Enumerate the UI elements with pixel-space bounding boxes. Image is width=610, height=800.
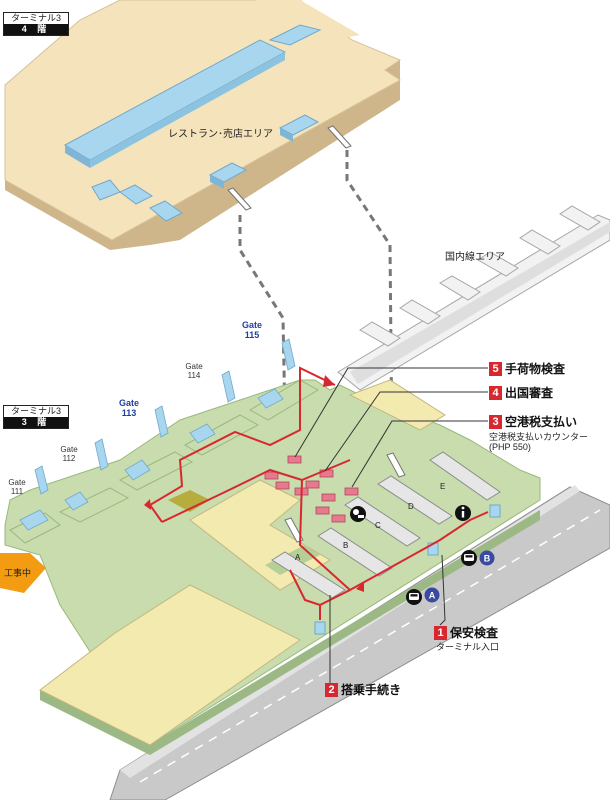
floor-level: 3 階 [4,417,68,428]
floor-badge-3f: ターミナル3 3 階 [3,405,69,429]
transport-B-badge: B [479,550,495,566]
escalator [386,452,406,478]
floor-terminal: ターミナル3 [4,13,68,24]
bus-icon [461,550,477,566]
callout-lines [294,367,488,690]
restaurant-area-label: レストラン･売店エリア [168,129,273,140]
construction-label: 工事中 [4,568,32,578]
svg-text:A: A [429,591,436,601]
info-icon [455,505,471,521]
escalator [284,517,304,543]
route-arrowheads [144,375,364,592]
counter-D: D [408,502,414,511]
counter-B: B [343,541,348,550]
counter-A: A [295,553,301,562]
transport-A-badge: A [424,587,440,603]
bus-icon [406,589,422,605]
floor-badge-4f: ターミナル3 4 階 [3,12,69,36]
construction-zone: 工事中 [0,553,46,593]
airport-tax-icon [350,506,366,522]
floor-4-slab [4,0,402,250]
domestic-area-label: 国内線エリア [445,252,505,263]
counter-C: C [375,521,381,530]
domestic-wing [337,205,610,391]
terminal-entrance-label: ターミナル入口 [436,642,500,652]
jet-bridges [19,338,296,531]
svg-text:B: B [484,554,491,564]
floor-level: 4 階 [4,24,68,35]
airport-tax-counter-label: 空港税支払いカウンター(PHP 550) [489,432,589,452]
floor-terminal: ターミナル3 [4,406,68,417]
counter-E: E [440,482,445,491]
passenger-route [148,366,489,620]
